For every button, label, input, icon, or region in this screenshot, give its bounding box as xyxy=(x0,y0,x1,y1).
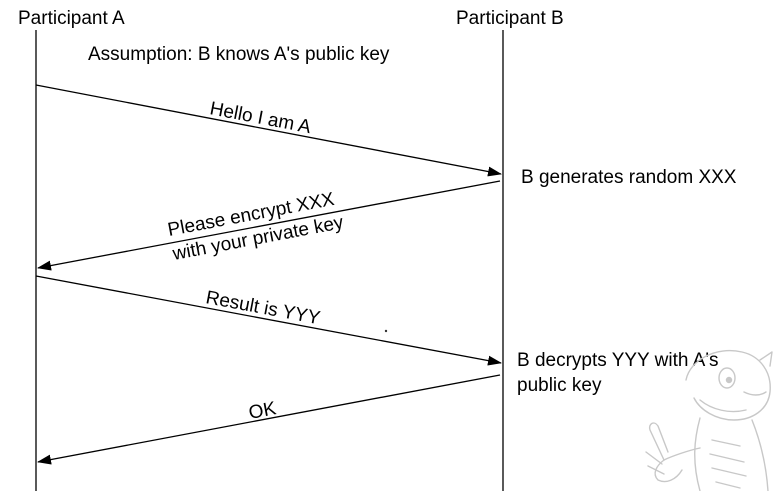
message-label-ok: OK xyxy=(247,398,278,424)
participant-b-label: Participant B xyxy=(456,8,564,29)
participant-a-label: Participant A xyxy=(18,8,125,29)
message-label-hello: Hello I am A xyxy=(208,98,313,138)
message-label-result: Result is YYY xyxy=(204,287,322,329)
note-decrypts-line2: public key xyxy=(517,375,602,396)
message-arrow-hello xyxy=(35,84,502,177)
assumption-note: Assumption: B knows A's public key xyxy=(88,44,390,65)
message-arrow-ok xyxy=(37,374,501,465)
stray-dot xyxy=(384,329,388,333)
dinosaur-mascot-icon xyxy=(645,350,773,491)
note-generates-random: B generates random XXX xyxy=(521,167,737,188)
message-arrow-result xyxy=(35,275,502,366)
note-decrypts-line1: B decrypts YYY with A's xyxy=(517,350,718,371)
message-arrow-encrypt xyxy=(37,180,501,271)
